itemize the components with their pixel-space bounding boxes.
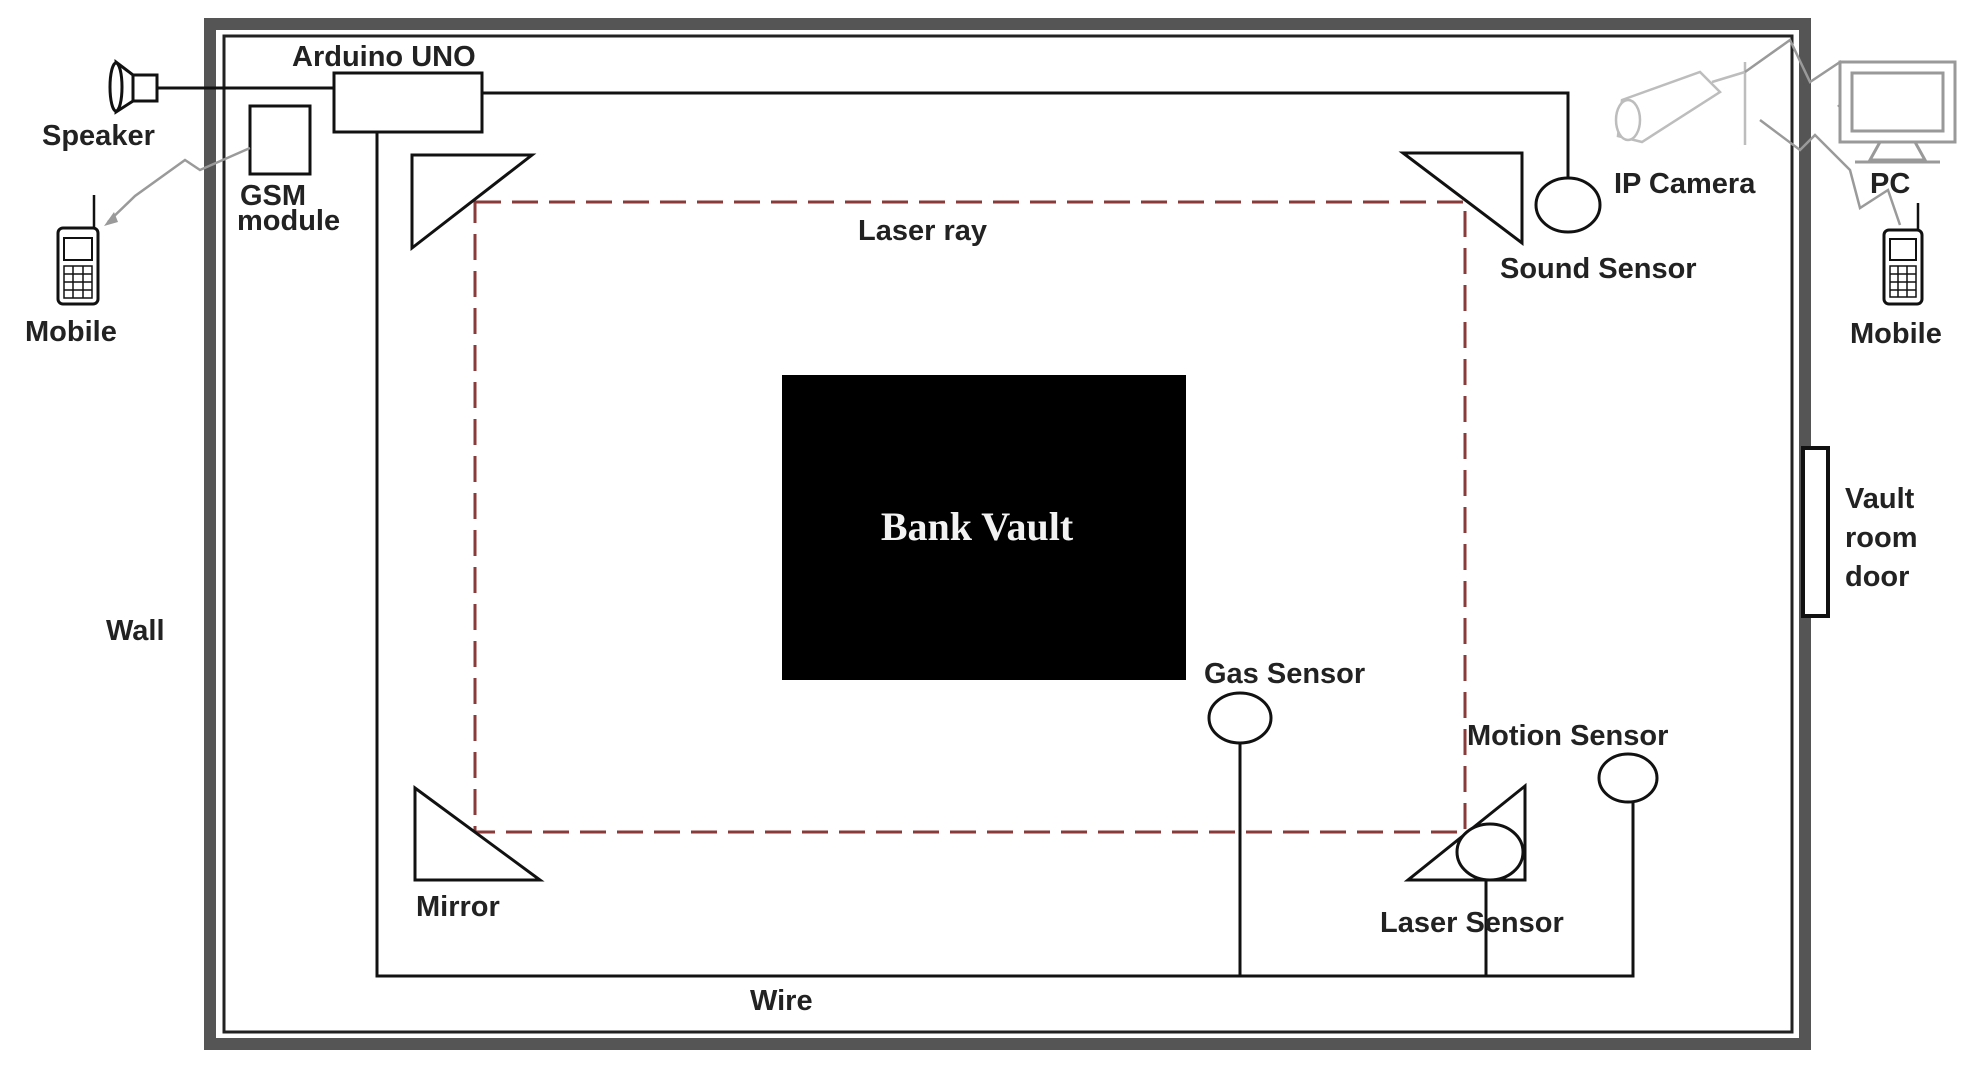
label-mobile-left: Mobile [25, 316, 117, 348]
sound-sensor [1534, 176, 1602, 234]
mobile-phone-icon [56, 195, 100, 306]
gas-sensor [1207, 691, 1273, 745]
ip-camera-icon [1614, 62, 1747, 145]
arduino-uno-board [332, 71, 484, 134]
laser-ray-path [473, 200, 1467, 834]
label-wall: Wall [106, 615, 165, 647]
label-vault-door-3: door [1845, 561, 1909, 593]
wire-network [157, 86, 1635, 978]
label-laser-ray: Laser ray [858, 215, 987, 247]
label-bank-vault: Bank Vault [881, 504, 1074, 549]
label-pc: PC [1870, 168, 1910, 200]
mirror-bottom-left [413, 785, 545, 882]
label-mirror: Mirror [416, 891, 500, 923]
label-arduino: Arduino UNO [292, 41, 476, 73]
label-speaker: Speaker [42, 120, 155, 152]
label-motion-sensor: Motion Sensor [1467, 720, 1668, 752]
label-gas-sensor: Gas Sensor [1204, 658, 1365, 690]
wireless-link-left [107, 146, 251, 223]
mirror-top-right [1398, 151, 1524, 247]
label-laser-sensor: Laser Sensor [1380, 907, 1564, 939]
wireless-link-right [1744, 38, 1847, 85]
label-vault-door-2: room [1845, 522, 1918, 554]
label-gsm: GSM [240, 180, 306, 212]
label-sound-sensor: Sound Sensor [1500, 253, 1697, 285]
label-ip-camera: IP Camera [1614, 168, 1756, 200]
laser-sensor [1455, 822, 1525, 882]
pc-monitor-icon [1838, 60, 1957, 164]
bank-vault [782, 375, 1186, 680]
mobile-phone-icon-right [1882, 203, 1924, 306]
vault-room-door [1801, 446, 1830, 618]
label-mobile-right: Mobile [1850, 318, 1942, 350]
label-wire: Wire [750, 985, 813, 1017]
mirror-top-left [410, 153, 537, 252]
speaker-icon [108, 58, 159, 115]
motion-sensor [1597, 752, 1659, 804]
label-vault-door-1: Vault [1845, 483, 1915, 515]
gsm-module [248, 104, 312, 176]
label-gsm-module: module [237, 205, 340, 237]
